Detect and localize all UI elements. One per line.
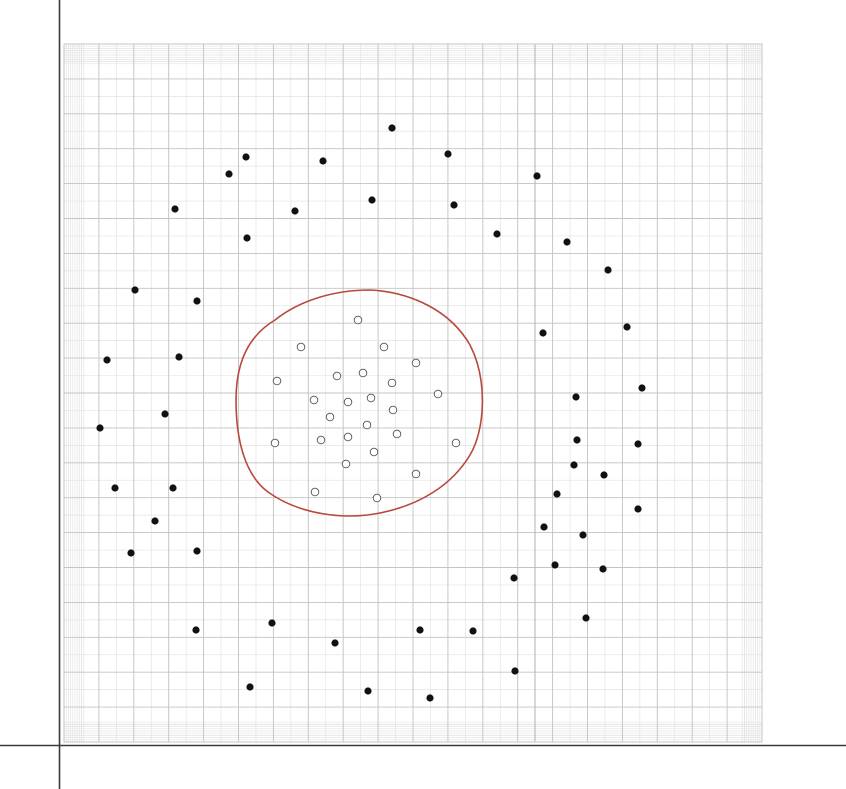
filled-point xyxy=(426,694,434,702)
filled-point xyxy=(193,547,201,555)
filled-point xyxy=(242,153,250,161)
hollow-point xyxy=(332,371,342,381)
hollow-point xyxy=(387,378,397,388)
filled-point xyxy=(151,517,159,525)
hollow-point xyxy=(316,435,326,445)
filled-point xyxy=(533,172,541,180)
hollow-point xyxy=(451,438,461,448)
hollow-point xyxy=(358,368,368,378)
filled-point xyxy=(493,230,501,238)
filled-point xyxy=(388,124,396,132)
filled-point xyxy=(638,384,646,392)
filled-point xyxy=(192,626,200,634)
filled-point xyxy=(623,323,631,331)
filled-point xyxy=(171,205,179,213)
filled-point xyxy=(319,157,327,165)
hollow-point xyxy=(369,447,379,457)
filled-point xyxy=(175,353,183,361)
filled-point xyxy=(634,440,642,448)
filled-point xyxy=(127,549,135,557)
filled-point xyxy=(579,531,587,539)
hollow-point xyxy=(343,432,353,442)
hollow-point xyxy=(310,487,320,497)
filled-point xyxy=(96,424,104,432)
hollow-point xyxy=(379,342,389,352)
filled-point xyxy=(551,561,559,569)
hollow-point xyxy=(270,438,280,448)
filled-point xyxy=(469,627,477,635)
hollow-point xyxy=(411,469,421,479)
filled-point xyxy=(161,410,169,418)
filled-point xyxy=(364,687,372,695)
filled-point xyxy=(331,639,339,647)
filled-point xyxy=(540,523,548,531)
hollow-point xyxy=(372,493,382,503)
hollow-point xyxy=(366,393,376,403)
filled-point xyxy=(111,484,119,492)
filled-point xyxy=(563,238,571,246)
hollow-point xyxy=(392,429,402,439)
filled-point xyxy=(225,170,233,178)
filled-point xyxy=(103,356,111,364)
hollow-point xyxy=(296,342,306,352)
filled-point xyxy=(268,619,276,627)
filled-point xyxy=(291,207,299,215)
hollow-point xyxy=(272,376,282,386)
hollow-point xyxy=(341,459,351,469)
filled-point xyxy=(444,150,452,158)
filled-point xyxy=(582,614,590,622)
filled-point xyxy=(246,683,254,691)
hollow-point xyxy=(353,315,363,325)
filled-point xyxy=(510,574,518,582)
filled-point xyxy=(599,565,607,573)
filled-point xyxy=(243,234,251,242)
filled-point xyxy=(450,201,458,209)
filled-point xyxy=(604,266,612,274)
filled-point xyxy=(539,329,547,337)
filled-point xyxy=(368,196,376,204)
hollow-point xyxy=(411,358,421,368)
hollow-point xyxy=(343,397,353,407)
grid-paper xyxy=(63,43,763,743)
data-points xyxy=(96,124,646,702)
decision-boundary-curve xyxy=(235,289,484,517)
hollow-point xyxy=(433,389,443,399)
filled-point xyxy=(570,461,578,469)
hollow-point xyxy=(325,412,335,422)
filled-point xyxy=(131,286,139,294)
filled-point xyxy=(573,436,581,444)
filled-point xyxy=(416,626,424,634)
filled-point xyxy=(553,490,561,498)
filled-point xyxy=(511,667,519,675)
hollow-point xyxy=(362,420,372,430)
filled-point xyxy=(169,484,177,492)
filled-point xyxy=(634,505,642,513)
hollow-point xyxy=(388,405,398,415)
filled-point xyxy=(572,393,580,401)
plot-frame xyxy=(63,43,763,743)
filled-point xyxy=(193,297,201,305)
hollow-point xyxy=(309,395,319,405)
filled-point xyxy=(600,471,608,479)
